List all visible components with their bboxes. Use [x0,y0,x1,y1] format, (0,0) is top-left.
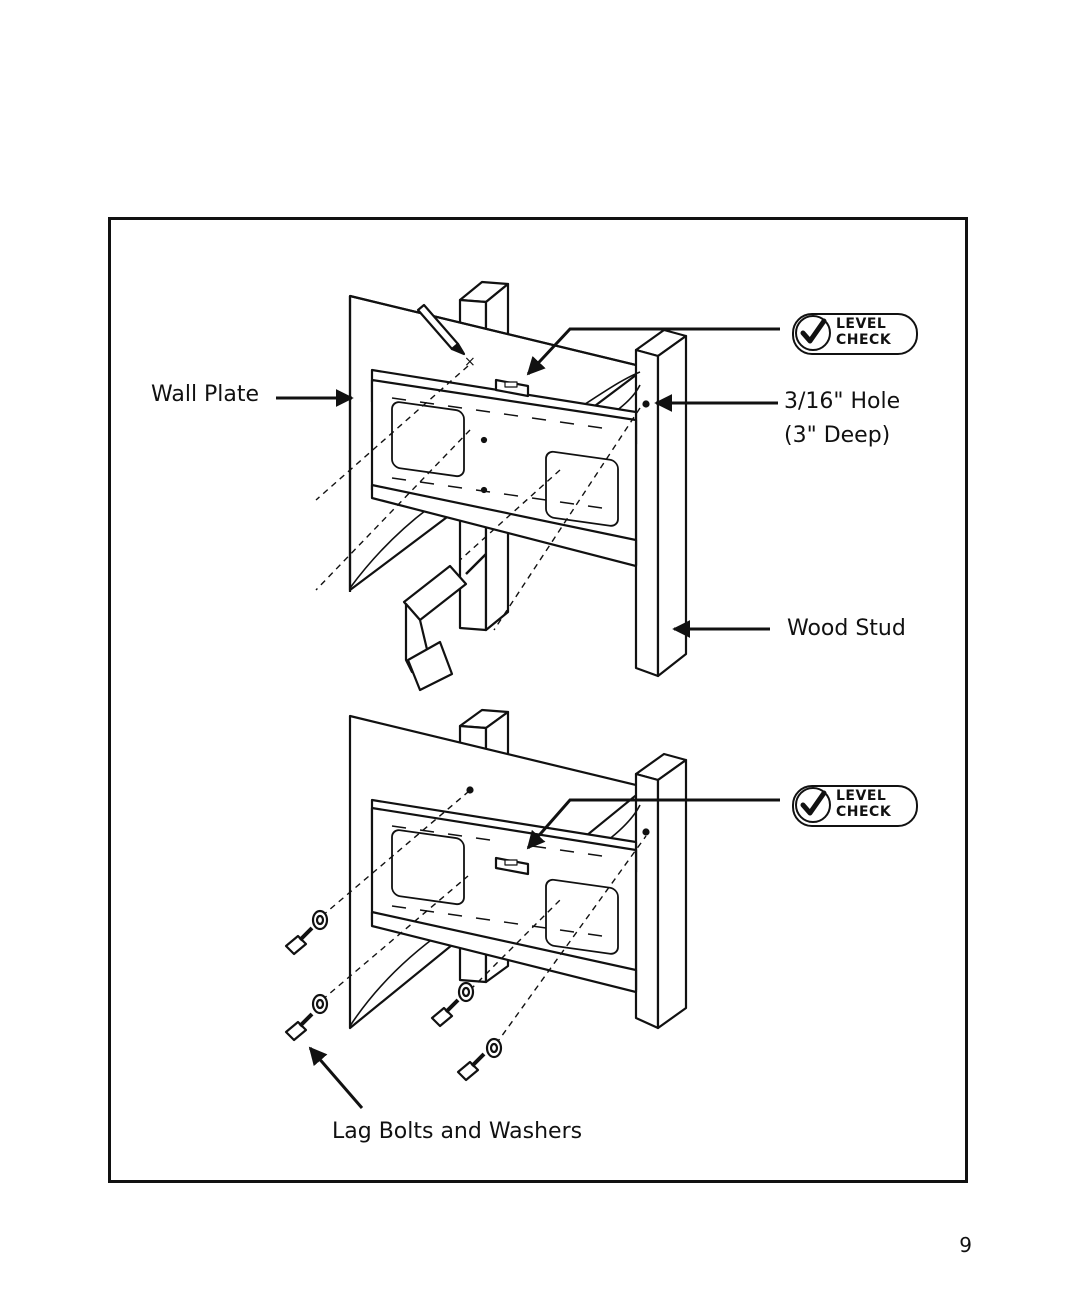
hole-depth-label: (3" Deep) [784,423,891,448]
page-number: 9 [959,1233,972,1257]
lag-bolt-icon [430,998,460,1028]
lower-arrows [308,798,780,1109]
badge-line1: LEVEL [836,316,887,332]
wall-plate [370,368,638,568]
pencil-icon [416,303,466,356]
badge-text: LEVEL CHECK [836,788,891,820]
lag-bolt-icon [284,926,314,956]
badge-line2: CHECK [836,804,892,820]
level-check-arrow-upper [526,327,780,376]
level-check-arrow-lower [526,798,780,850]
washer-icon [311,993,329,1015]
badge-line1: LEVEL [836,788,887,804]
badge-text: LEVEL CHECK [836,316,891,348]
washer-icon [457,981,475,1003]
lower-scene [284,708,688,1082]
checkmark-icon [795,787,831,823]
washer-icon [311,909,329,931]
wood-stud-right [634,328,688,678]
level-icon [494,378,530,398]
drill-icon [402,553,487,692]
lag-bolt-icon [456,1052,486,1082]
upper-arrows [276,327,780,638]
figure-frame [108,217,968,1183]
lag-bolts-label: Lag Bolts and Washers [332,1119,583,1144]
level-check-badge-upper: LEVEL CHECK [792,313,918,355]
lag-bolts-arrow [308,1046,364,1109]
upper-scene: × [315,280,688,692]
svg-text:×: × [464,354,476,370]
level-icon-lower [494,856,530,876]
wall-plate-label: Wall Plate [151,382,260,407]
wood-stud-label: Wood Stud [787,616,906,641]
wood-stud-right-lower [634,752,688,1030]
level-check-badge-lower: LEVEL CHECK [792,785,918,827]
wall-plate-lower [370,798,638,994]
checkmark-icon [795,315,831,351]
hole-size-label: 3/16" Hole [784,389,901,414]
lag-bolt-icon [284,1012,314,1042]
badge-line2: CHECK [836,332,892,348]
washer-icon [485,1037,503,1059]
